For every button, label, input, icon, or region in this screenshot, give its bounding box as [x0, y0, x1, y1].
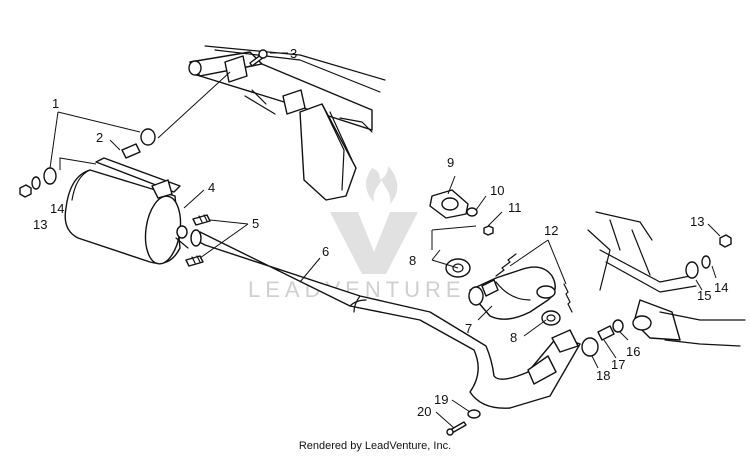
- leader-lines: [49, 52, 721, 429]
- callout-16: 16: [626, 344, 640, 359]
- callout-1: 1: [52, 96, 59, 111]
- callout-8-lower: 8: [510, 330, 517, 345]
- callout-14-right: 14: [714, 280, 728, 295]
- y-pipe: [468, 266, 556, 320]
- callout-17: 17: [611, 357, 625, 372]
- callout-15: 15: [697, 288, 711, 303]
- callout-7: 7: [465, 321, 472, 336]
- frame-right: [587, 211, 746, 347]
- callout-14-left: 14: [50, 201, 64, 216]
- watermark-logo: LEADVENTURE: [248, 166, 461, 302]
- callout-13-right: 13: [690, 214, 704, 229]
- callout-20: 20: [417, 404, 431, 419]
- callout-8-upper: 8: [409, 253, 416, 268]
- callout-6: 6: [322, 244, 329, 259]
- callout-18: 18: [596, 368, 610, 383]
- callout-5: 5: [252, 216, 259, 231]
- muffler: [64, 157, 189, 265]
- clamps: [185, 214, 211, 267]
- callout-12: 12: [544, 223, 558, 238]
- callout-4: 4: [208, 180, 215, 195]
- exhaust-pipe: [190, 229, 581, 409]
- callout-11: 11: [508, 200, 522, 215]
- callout-3: 3: [290, 46, 297, 61]
- callout-labels: 3 1 2 4 5 14 13 6 9 10 11 12 8 7 8 13 14…: [33, 46, 728, 419]
- hardware: [19, 49, 732, 436]
- callout-10: 10: [490, 183, 504, 198]
- footer-credit: Rendered by LeadVenture, Inc.: [298, 440, 452, 452]
- callout-19: 19: [434, 392, 448, 407]
- callout-2: 2: [96, 130, 103, 145]
- frame-upper: [188, 45, 386, 201]
- callout-9: 9: [447, 155, 454, 170]
- callout-13-left: 13: [33, 217, 47, 232]
- gaskets: [429, 189, 561, 326]
